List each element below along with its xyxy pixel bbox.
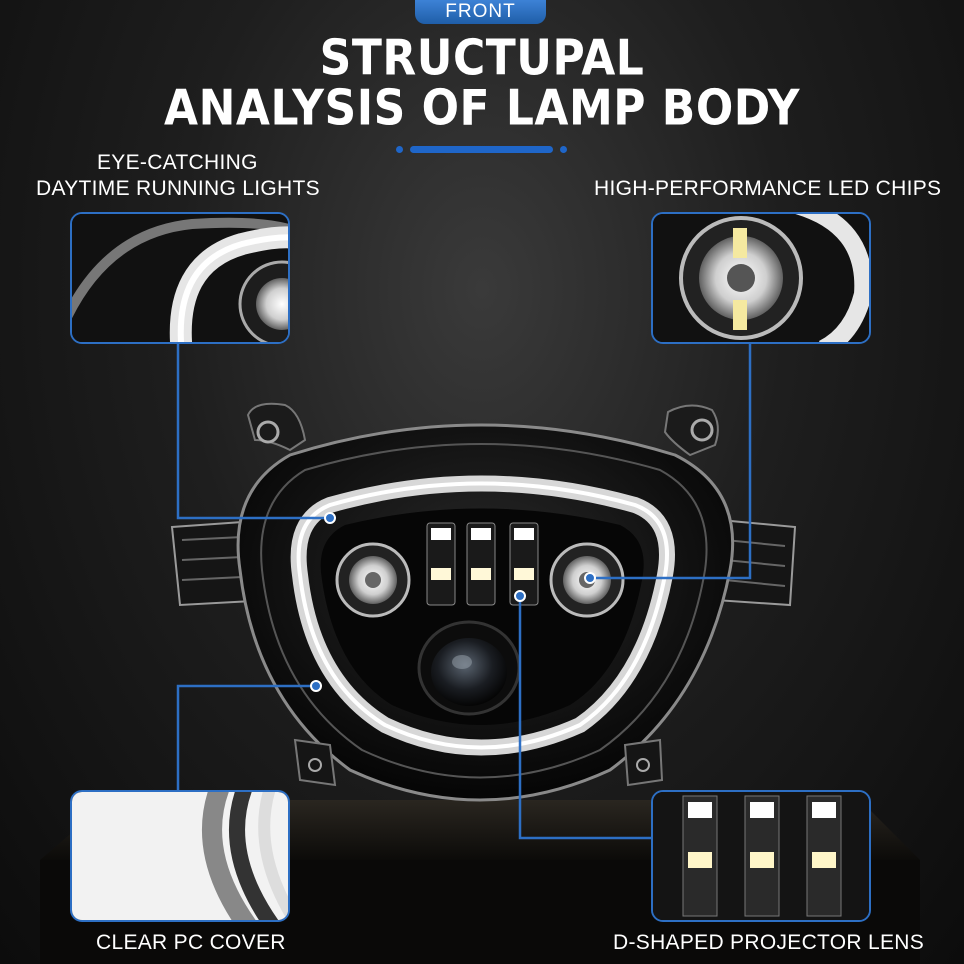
callout-led: HIGH-PERFORMANCE LED CHIPS <box>594 177 942 200</box>
mount-tab-right <box>663 404 719 457</box>
callout-lens: D-SHAPED PROJECTOR LENS <box>613 931 925 954</box>
callout-cover: CLEAR PC COVER <box>96 931 286 954</box>
projector-lens <box>417 620 521 716</box>
page-title-line2: ANALYSIS OF LAMP BODY <box>164 79 800 138</box>
led-strip-2 <box>466 522 496 606</box>
led-strip-1 <box>426 522 456 606</box>
title-divider-bar <box>410 146 553 153</box>
connector-dots <box>310 512 596 692</box>
connector-lines <box>176 342 752 840</box>
detail-box-drl <box>70 212 290 344</box>
callout-drl-line1: EYE-CATCHING <box>97 151 258 174</box>
mount-tab-left <box>246 402 307 452</box>
led-strip-3 <box>509 522 539 606</box>
callout-drl-line2: DAYTIME RUNNING LIGHTS <box>36 177 320 200</box>
front-badge: FRONT <box>415 0 546 24</box>
title-divider-dot-left <box>396 146 403 153</box>
detail-box-cover <box>70 790 290 922</box>
detail-box-lens <box>651 790 871 922</box>
page-title-line1: STRUCTUPAL <box>319 29 645 88</box>
detail-box-led <box>651 212 871 344</box>
led-module-left <box>335 542 411 618</box>
title-divider-dot-right <box>560 146 567 153</box>
